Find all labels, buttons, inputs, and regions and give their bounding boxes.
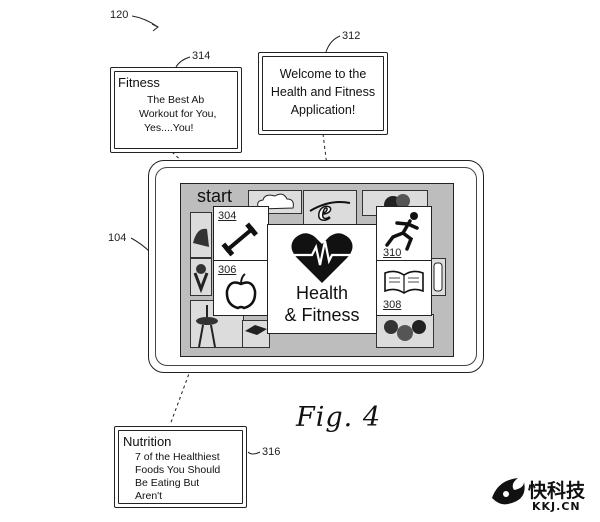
tile-car[interactable] bbox=[430, 258, 446, 296]
nutrition-callout: Nutrition 7 of the Healthiest Foods You … bbox=[114, 426, 247, 508]
apple-icon bbox=[225, 273, 257, 310]
health-fitness-app-tile[interactable]: Health & Fitness bbox=[267, 224, 377, 334]
ref-312: 312 bbox=[342, 30, 361, 42]
thistle-icon bbox=[245, 325, 267, 335]
tile-flowers-bottom[interactable] bbox=[376, 314, 434, 348]
ref-316: 316 bbox=[262, 446, 281, 458]
ref-104: 104 bbox=[108, 232, 127, 244]
start-label: start bbox=[197, 186, 233, 206]
watermark-url: KKJ.CN bbox=[532, 500, 581, 513]
nutrition-callout-line-2: Foods You Should bbox=[135, 464, 221, 476]
ref-310: 310 bbox=[383, 247, 402, 259]
tile-browser[interactable]: e bbox=[303, 190, 357, 228]
ref-306: 306 bbox=[218, 264, 237, 276]
flowers-icon bbox=[384, 320, 426, 341]
fitness-tile-runner[interactable]: 310 bbox=[376, 206, 432, 262]
app-title-line-1: Health bbox=[295, 283, 349, 303]
app-title-line-2: & Fitness bbox=[284, 305, 360, 325]
ref-308: 308 bbox=[383, 299, 402, 311]
runner-icon bbox=[385, 212, 419, 251]
fitness-tile-book[interactable]: 308 bbox=[376, 260, 432, 316]
ref-314: 314 bbox=[192, 50, 211, 62]
fitness-callout: Fitness The Best Ab Workout for You, Yes… bbox=[110, 67, 242, 153]
fitness-tile-dumbbell[interactable]: 304 bbox=[213, 206, 269, 262]
space-needle-icon bbox=[196, 305, 218, 348]
nutrition-callout-title: Nutrition bbox=[123, 434, 172, 449]
watermark-brand: 快科技 bbox=[528, 480, 586, 502]
nutrition-callout-line-1: 7 of the Healthiest bbox=[135, 451, 220, 463]
tile-thistle[interactable] bbox=[242, 320, 270, 348]
welcome-line-1: Welcome to the bbox=[279, 67, 367, 81]
ref-304: 304 bbox=[218, 210, 237, 222]
tile-monkey[interactable] bbox=[190, 258, 212, 296]
nutrition-callout-line-4: Aren't bbox=[135, 490, 163, 502]
fitness-callout-line-1: The Best Ab bbox=[147, 94, 205, 106]
heart-pulse-icon bbox=[291, 233, 353, 283]
welcome-callout: Welcome to the Health and Fitness Applic… bbox=[258, 52, 388, 135]
svg-text:e: e bbox=[318, 194, 331, 224]
monkey-icon bbox=[193, 264, 209, 294]
device-inner-border bbox=[155, 167, 477, 366]
car-icon bbox=[433, 262, 443, 292]
nutrition-callout-line-3: Be Eating But bbox=[135, 477, 200, 489]
fitness-callout-line-3: Yes....You! bbox=[144, 122, 194, 134]
book-icon bbox=[384, 270, 424, 294]
horse-icon bbox=[193, 228, 209, 247]
kkj-logo-icon bbox=[492, 478, 525, 505]
tile-horse[interactable] bbox=[190, 212, 212, 258]
fitness-callout-line-2: Workout for You, bbox=[139, 108, 217, 120]
welcome-line-3: Application! bbox=[290, 103, 356, 117]
welcome-line-2: Health and Fitness bbox=[270, 85, 376, 99]
cloud-icon bbox=[257, 193, 294, 210]
browser-e-icon: e bbox=[309, 193, 351, 228]
fitness-callout-title: Fitness bbox=[118, 75, 160, 90]
figure-caption: Fig. 4 bbox=[296, 402, 381, 433]
dumbbell-icon bbox=[221, 222, 259, 257]
fitness-tile-apple[interactable]: 306 bbox=[213, 260, 269, 316]
ref-120: 120 bbox=[110, 9, 129, 21]
